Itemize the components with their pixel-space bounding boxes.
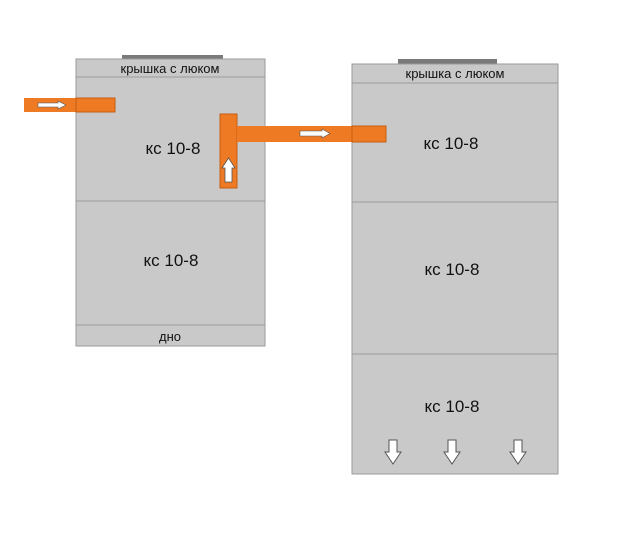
right-well-ring-2 [351, 201, 559, 355]
left-well-ring-2 [75, 200, 266, 326]
left-well-ring-2-label: кс 10-8 [144, 251, 199, 270]
right-arrow-icon [37, 100, 67, 110]
right-well: крышка с люком кс 10-8 кс 10-8 кс 10-8 [351, 59, 559, 475]
left-well-bottom [75, 324, 266, 347]
right-well-ring-3-label: кс 10-8 [425, 397, 480, 416]
right-well-ring-2-label: кс 10-8 [425, 260, 480, 279]
right-well-ring-1-label: кс 10-8 [424, 134, 479, 153]
left-well-bottom-label: дно [159, 329, 181, 344]
down-arrow-icon [509, 439, 527, 465]
overflow-pipe [237, 126, 352, 142]
down-arrow-icon [384, 439, 402, 465]
pipes [24, 97, 387, 189]
right-well-cover-label: крышка с люком [406, 66, 505, 81]
left-well-ring-1-label: кс 10-8 [146, 139, 201, 158]
riser-pipe [219, 113, 238, 189]
inlet-pipe-inner [75, 97, 116, 113]
right-well-handle [398, 59, 497, 64]
left-well-cover-label: крышка с люком [121, 61, 220, 76]
left-well-handle [122, 55, 223, 60]
down-arrow-icon [443, 439, 461, 465]
overflow-pipe-outlet [351, 125, 387, 143]
up-arrow-icon [221, 157, 236, 183]
right-arrow-icon [299, 128, 331, 139]
